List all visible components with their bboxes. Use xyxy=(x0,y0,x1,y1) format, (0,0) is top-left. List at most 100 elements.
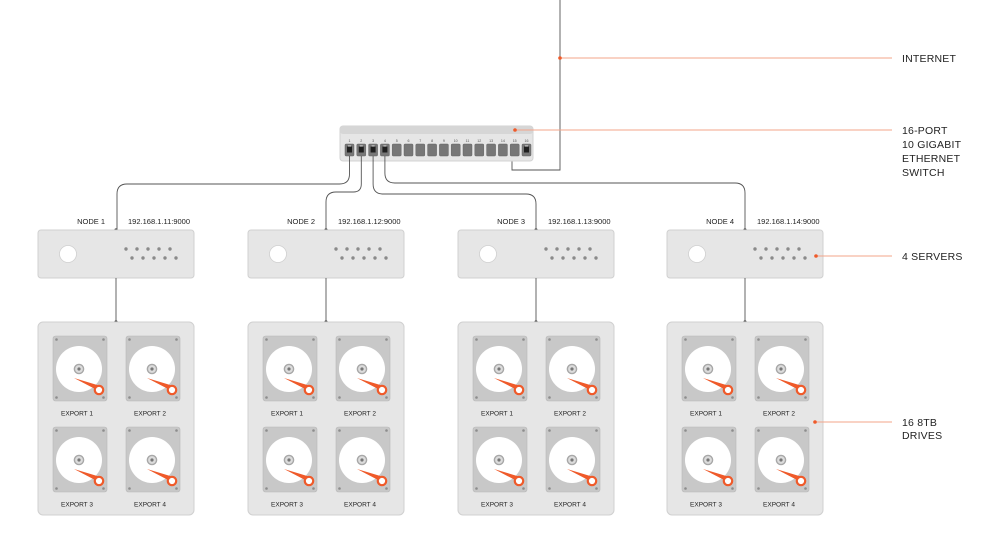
node-name: NODE 2 xyxy=(287,217,315,226)
status-led-icon xyxy=(334,247,338,251)
switch-callout-line: 10 GIGABIT xyxy=(902,139,962,151)
hard-drive: EXPORT 1 xyxy=(472,335,528,418)
export-label: EXPORT 4 xyxy=(344,502,376,509)
screw-icon xyxy=(595,487,598,490)
port-number: 3 xyxy=(372,139,374,143)
screw-icon xyxy=(548,429,551,432)
actuator-arm-icon xyxy=(357,469,384,482)
spindle-center-icon xyxy=(570,458,574,462)
screw-icon xyxy=(757,487,760,490)
node-name: NODE 3 xyxy=(497,217,525,226)
port-number: 9 xyxy=(443,139,445,143)
hard-drive: EXPORT 4 xyxy=(335,426,391,509)
node-address: 192.168.1.13:9000 xyxy=(548,217,611,226)
port-plug-clip xyxy=(383,145,387,147)
port-socket xyxy=(498,143,508,157)
actuator-arm-icon xyxy=(703,469,730,482)
screw-icon xyxy=(128,396,131,399)
status-led-icon xyxy=(588,247,592,251)
status-led-icon xyxy=(152,256,156,260)
screw-icon xyxy=(522,429,525,432)
screw-icon xyxy=(757,429,760,432)
switch-port: 12 xyxy=(474,139,485,157)
port-number: 2 xyxy=(360,139,362,143)
node-address: 192.168.1.14:9000 xyxy=(757,217,820,226)
switch-port: 7 xyxy=(415,139,426,157)
drives-callout-line: 16 8TB xyxy=(902,417,937,429)
status-led-icon xyxy=(362,256,366,260)
spindle-center-icon xyxy=(706,458,710,462)
status-led-icon xyxy=(594,256,598,260)
port-number: 6 xyxy=(408,139,410,143)
switch-port: 14 xyxy=(498,139,508,157)
callout-leaders xyxy=(513,56,892,424)
export-label: EXPORT 1 xyxy=(690,411,722,418)
screw-icon xyxy=(522,338,525,341)
spindle-center-icon xyxy=(570,367,574,371)
screw-icon xyxy=(55,396,58,399)
screw-icon xyxy=(265,338,268,341)
status-led-icon xyxy=(786,247,790,251)
status-led-icon xyxy=(163,256,167,260)
port-socket xyxy=(427,143,437,157)
status-led-icon xyxy=(544,247,548,251)
actuator-arm-icon xyxy=(74,378,101,391)
status-led-icon xyxy=(124,247,128,251)
switch-port: 11 xyxy=(462,139,473,157)
port-socket xyxy=(450,143,461,157)
actuator-pivot-icon xyxy=(586,384,598,396)
export-label: EXPORT 1 xyxy=(61,411,93,418)
status-led-icon xyxy=(168,247,172,251)
screw-icon xyxy=(731,396,734,399)
screw-icon xyxy=(102,396,105,399)
drives-callout-line: DRIVES xyxy=(902,430,942,442)
actuator-pivot-icon xyxy=(795,384,807,396)
screw-icon xyxy=(804,487,807,490)
screw-icon xyxy=(475,396,478,399)
port-number: 12 xyxy=(477,139,481,143)
port-plug xyxy=(524,146,529,153)
status-led-icon xyxy=(373,256,377,260)
actuator-pivot-icon xyxy=(722,475,734,487)
status-led-icon xyxy=(781,256,785,260)
internet-callout-line: INTERNET xyxy=(902,53,956,65)
status-led-icon xyxy=(583,256,587,260)
port-socket xyxy=(486,143,496,157)
port-number: 11 xyxy=(466,139,470,143)
export-label: EXPORT 3 xyxy=(481,502,513,509)
actuator-arm-icon xyxy=(567,378,594,391)
port-number: 13 xyxy=(489,139,493,143)
port-number: 4 xyxy=(384,139,386,143)
screw-icon xyxy=(804,429,807,432)
switch-node-wire xyxy=(116,156,350,230)
hard-drive: EXPORT 2 xyxy=(545,335,601,418)
spindle-center-icon xyxy=(360,458,364,462)
port-socket xyxy=(462,143,473,157)
screw-icon xyxy=(102,338,105,341)
spindle-center-icon xyxy=(779,458,783,462)
actuator-pivot-icon xyxy=(303,384,315,396)
port-plug xyxy=(370,146,376,153)
spindle-center-icon xyxy=(77,367,81,371)
hard-drive: EXPORT 2 xyxy=(125,335,181,418)
switch-leader-dot xyxy=(513,128,517,132)
export-label: EXPORT 3 xyxy=(61,502,93,509)
actuator-pivot-icon xyxy=(376,384,388,396)
status-led-icon xyxy=(378,247,382,251)
screw-icon xyxy=(522,487,525,490)
status-led-icon xyxy=(797,247,801,251)
status-led-icon xyxy=(572,256,576,260)
actuator-pivot-icon xyxy=(93,475,105,487)
actuator-arm-icon xyxy=(147,378,174,391)
servers-callout-line: 4 SERVERS xyxy=(902,251,963,263)
status-led-icon xyxy=(566,247,570,251)
screw-icon xyxy=(475,338,478,341)
port-plug-clip xyxy=(348,145,351,147)
port-socket xyxy=(509,143,520,157)
